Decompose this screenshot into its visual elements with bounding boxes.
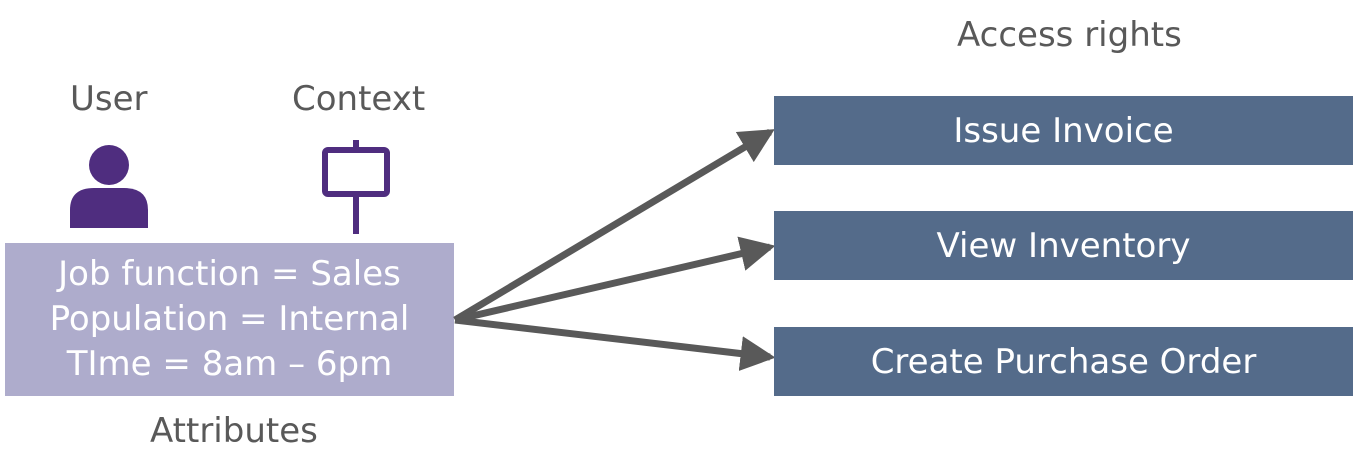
attributes-label: Attributes (150, 411, 318, 451)
arrow-to-create-purchase-order (454, 316, 776, 371)
attribute-population: Population = Internal (49, 299, 410, 339)
arrow-to-issue-invoice (453, 128, 775, 324)
access-right-issue-invoice: Issue Invoice (774, 96, 1353, 165)
access-right-view-inventory: View Inventory (774, 211, 1353, 280)
access-rights-label: Access rights (957, 15, 1182, 55)
signpost-icon (322, 140, 390, 234)
context-label: Context (292, 79, 426, 119)
access-right-create-purchase-order: Create Purchase Order (774, 327, 1353, 396)
person-icon (70, 145, 148, 228)
attributes-box: Job function = Sales Population = Intern… (5, 243, 454, 396)
attribute-time: TIme = 8am – 6pm (66, 344, 393, 384)
arrow-to-view-inventory (454, 236, 776, 324)
attribute-job-function: Job function = Sales (58, 254, 401, 294)
user-label: User (70, 79, 148, 119)
